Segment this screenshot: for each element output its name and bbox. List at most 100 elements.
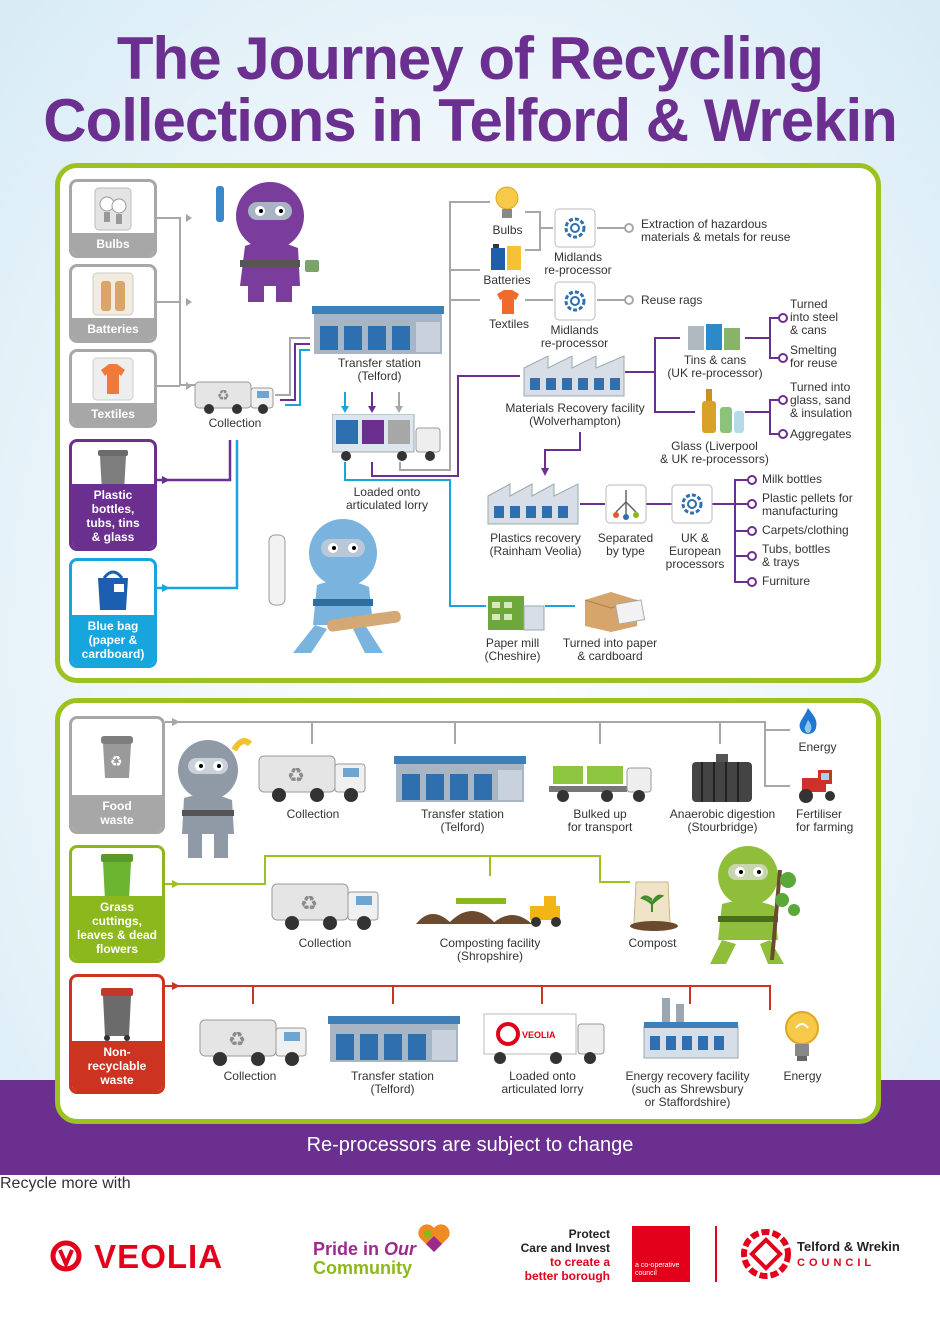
transfer-station-icon <box>312 306 444 354</box>
collection-truck-icon: ♻ <box>258 755 366 802</box>
carpets-label: Carpets/clothing <box>762 523 849 537</box>
compost-bag-icon <box>630 881 678 931</box>
mrf-label: Materials Recovery facility(Wolverhampto… <box>505 401 645 428</box>
tractor-icon <box>799 770 835 803</box>
council-crest-icon <box>741 1229 791 1279</box>
grass-collection-label: Collection <box>298 936 352 950</box>
svg-text:♻: ♻ <box>110 754 123 770</box>
footer-divider <box>715 1226 717 1282</box>
protect-care-invest-text: Protect Care and Invest to create a bett… <box>520 1227 610 1283</box>
svg-text:♻: ♻ <box>228 1027 246 1051</box>
energy-recovery-label: Energy recovery facility(such as Shrewsb… <box>625 1069 750 1109</box>
paper-mill-label: Paper mill(Cheshire) <box>484 636 541 663</box>
flame-icon <box>799 708 817 734</box>
blue-bag-tile: Blue bag (paper & cardboard) <box>69 558 157 668</box>
cooperative-council-logo: a co-operative council <box>632 1226 690 1282</box>
battery-pack-icon <box>92 272 134 315</box>
furniture-label: Furniture <box>762 574 811 588</box>
batteries-label: Batteries <box>483 273 531 287</box>
aggregates-label: Aggregates <box>790 427 852 441</box>
energy-recovery-facility-icon <box>643 998 739 1059</box>
plastic-bin-tile: Plastic bottles, tubs, tins & glass <box>69 439 157 551</box>
glass-bottles-icon <box>702 389 744 433</box>
collection-truck-icon: ♻ <box>194 381 274 414</box>
tin-cans-icon <box>688 324 740 350</box>
lightbulb-icon <box>495 186 519 218</box>
glass-label: Glass (Liverpool& UK re-processors) <box>660 439 769 466</box>
green-ninja-icon <box>710 846 800 964</box>
bulbs-tile: Bulbs <box>69 179 157 258</box>
energy-label-1: Energy <box>798 740 837 754</box>
battery-icon <box>491 244 521 270</box>
articulated-lorry-icon <box>332 414 441 461</box>
veolia-logo-icon <box>50 1240 82 1272</box>
anaerobic-digester-icon <box>692 754 752 802</box>
food-caddy-icon: ♻ <box>101 736 133 778</box>
sorting-icon <box>605 484 647 524</box>
recycle-more-text: Recycle more with <box>0 1175 131 1192</box>
anaerobic-label: Anaerobic digestion(Stourbridge) <box>669 807 776 834</box>
heart-icon <box>418 1224 450 1252</box>
gear-icon <box>671 484 713 524</box>
nonrec-transfer-label: Transfer station(Telford) <box>351 1069 434 1096</box>
svg-text:♻: ♻ <box>287 763 305 787</box>
turned-paper-label: Turned into paper& cardboard <box>562 636 658 663</box>
veolia-lorry-icon: VEOLIA <box>483 1013 605 1064</box>
footer <box>0 1175 940 1330</box>
collection-truck-icon: ♻ <box>271 883 379 930</box>
bulb-pack-icon <box>94 187 132 230</box>
clothes-bag-icon <box>92 357 134 400</box>
energy-label-2: Energy <box>783 1069 822 1083</box>
purple-ninja-icon <box>216 182 319 302</box>
transfer-station-label: Transfer station(Telford) <box>338 356 421 383</box>
textiles-label: Textiles <box>488 317 529 331</box>
batteries-tile: Batteries <box>69 264 157 343</box>
lightbulb-icon <box>785 1011 819 1061</box>
blue-ninja-icon <box>268 519 401 653</box>
svg-text:VEOLIA: VEOLIA <box>522 1030 556 1040</box>
collection-truck-icon: ♻ <box>199 1019 307 1066</box>
food-transfer-label: Transfer station(Telford) <box>421 807 504 834</box>
flatbed-truck-icon <box>549 766 652 802</box>
compost-label: Compost <box>628 936 677 950</box>
tshirt-icon <box>497 290 519 314</box>
blue-bag-icon <box>98 570 128 610</box>
plastics-recovery-label: Plastics recovery(Rainham Veolia) <box>489 531 582 558</box>
grey-red-bin-icon <box>101 988 133 1041</box>
svg-text:♻: ♻ <box>300 891 318 915</box>
gear-icon <box>554 281 596 321</box>
tins-label: Tins & cans(UK re-processor) <box>667 353 763 380</box>
transfer-station-icon <box>394 756 526 802</box>
nonrec-collection-label: Collection <box>223 1069 277 1083</box>
textiles-tile: Textiles <box>69 349 157 428</box>
composting-facility-icon <box>416 896 561 927</box>
cardboard-box-icon <box>584 592 646 632</box>
collection-label: Collection <box>208 416 262 430</box>
footer-note: Re-processors are subject to change <box>306 1134 634 1156</box>
svg-text:♻: ♻ <box>217 388 230 404</box>
milk-bottles-label: Milk bottles <box>762 472 823 486</box>
factory-icon <box>487 483 579 525</box>
factory-icon <box>523 355 625 397</box>
gear-icon <box>554 208 596 248</box>
grey-ninja-icon <box>178 738 253 858</box>
paper-mill-icon <box>488 596 545 631</box>
veolia-logo: VEOLIA <box>48 1238 223 1276</box>
